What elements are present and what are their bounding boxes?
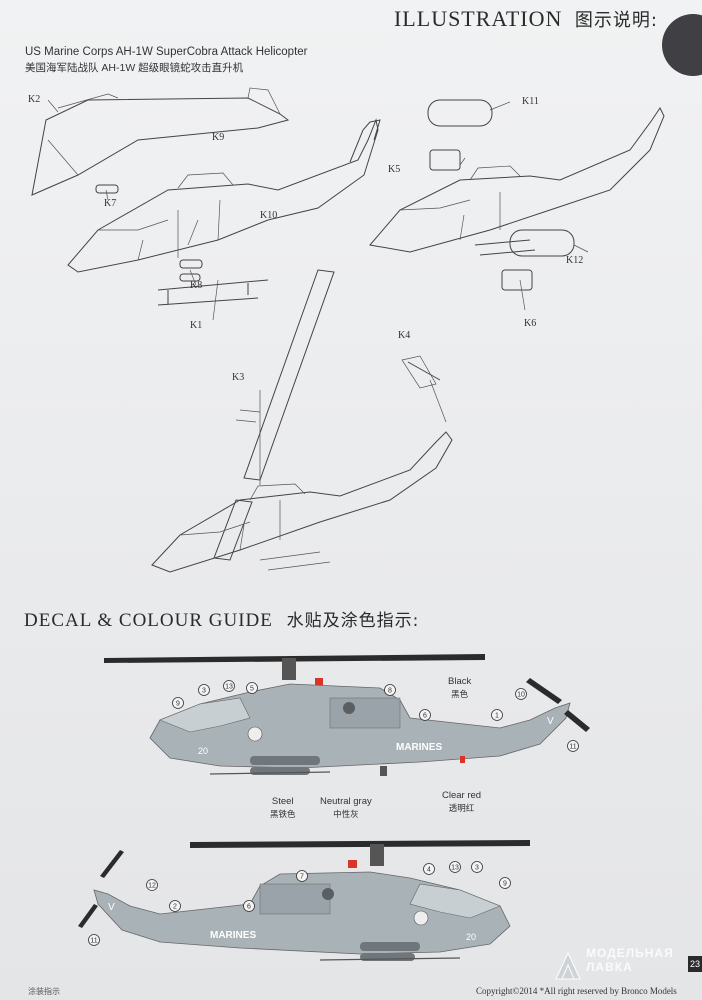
note-steel-en: Steel [271,796,294,807]
side1-callout-13: 13 [223,680,235,692]
page-number: 23 [688,956,702,972]
note-black-en: Black [448,676,472,687]
side1-callout-number: 13 [225,684,233,691]
label-k12: K12 [566,255,584,266]
label-k5: K5 [388,164,401,175]
label-k9: K9 [212,132,225,143]
watermark-logo [555,951,581,980]
note-neutral-gray: Neutral gray 中性灰 [320,796,372,820]
label-k8: K8 [190,280,203,291]
label-k3: K3 [232,372,245,383]
side2-callout-4: 4 [423,863,435,875]
colour-profile-1: 20 MARINES V [104,654,590,776]
side1-callout-number: 3 [202,688,206,695]
subtitle-en: US Marine Corps AH-1W SuperCobra Attack … [25,46,308,58]
side2-marines-text: MARINES [210,930,256,941]
side1-nose-number: 20 [198,746,208,756]
side2-nose-number: 20 [466,932,476,942]
side2-callout-12: 12 [146,879,158,891]
side2-callout-9: 9 [499,877,511,889]
side1-callout-3: 3 [198,684,210,696]
side2-callout-3: 3 [471,861,483,873]
side1-callout-8: 8 [384,684,396,696]
side2-callout-number: 3 [475,865,479,872]
side1-callout-number: 10 [517,692,525,699]
side1-callout-number: 5 [250,686,254,693]
header-title: ILLUSTRATION [393,6,563,31]
side2-callout-number: 12 [148,883,156,890]
note-steel: Steel 黑铁色 [270,796,296,820]
side1-callout-1: 1 [491,709,503,721]
label-k11: K11 [522,96,539,107]
side2-callout-6: 6 [243,900,255,912]
subtitle-zh: 美国海军陆战队 AH-1W 超级眼镜蛇攻击直升机 [25,62,244,74]
label-k4: K4 [398,330,411,341]
side1-callout-number: 9 [176,701,180,708]
side1-marines-text: MARINES [396,742,442,753]
footer-left-note: 涂装指示 [28,987,60,996]
footer-copyright: Copyright©2014 *All right reserved by Br… [476,986,677,996]
note-steel-zh: 黑铁色 [270,809,296,819]
side1-callout-number: 11 [569,744,576,751]
side1-callout-5: 5 [246,682,258,694]
label-k2: K2 [28,94,41,105]
side1-callout-number: 8 [388,688,392,695]
assembly-diagram-right [369,99,665,311]
side2-callout-number: 4 [427,867,431,874]
note-clear-red-en: Clear red [442,790,482,801]
guide-title-zh: 水贴及涂色指示: [286,611,420,631]
side1-callout-6: 6 [419,709,431,721]
side1-callout-number: 1 [495,713,499,720]
side2-callout-number: 7 [300,874,304,881]
guide-title-en: DECAL & COLOUR GUIDE [24,610,273,631]
side1-tail-code: V [547,716,554,727]
side2-callout-7: 7 [296,870,308,882]
side2-callout-number: 2 [173,904,177,911]
side2-callout-number: 11 [90,938,97,945]
side2-callout-number: 6 [247,904,251,911]
label-k10: K10 [260,210,278,221]
header-title-zh: 图示说明: [574,10,658,31]
note-clear-red: Clear red 透明红 [442,790,481,814]
colour-profile-2: 20 MARINES V [78,840,530,961]
page-header: ILLUSTRATION 图示说明: [394,6,658,32]
guide-title: DECAL & COLOUR GUIDE 水贴及涂色指示: [24,606,419,632]
note-neutral-gray-zh: 中性灰 [333,809,359,819]
side2-callout-number: 13 [451,865,459,872]
side2-tail-code: V [108,902,115,913]
side1-callout-9: 9 [172,697,184,709]
side1-callout-number: 6 [423,713,427,720]
assembly-diagram-left [31,87,381,321]
side1-callout-10: 10 [515,688,527,700]
watermark-text: МОДЕЛЬНАЯ ЛАВКА [586,946,674,974]
note-clear-red-zh: 透明红 [448,803,475,813]
rotor-assembly-diagram [151,269,453,573]
label-k1: K1 [190,320,203,331]
side1-callout-11: 11 [567,740,579,752]
side2-callout-11: 11 [88,934,100,946]
side2-callout-number: 9 [503,881,507,888]
side2-callout-2: 2 [169,900,181,912]
note-black-zh: 黑色 [451,689,469,699]
label-k6: K6 [524,318,537,329]
note-black: Black 黑色 [448,676,471,700]
note-neutral-gray-en: Neutral gray [320,796,372,807]
side2-callout-13: 13 [449,861,461,873]
label-k7: K7 [104,198,117,209]
